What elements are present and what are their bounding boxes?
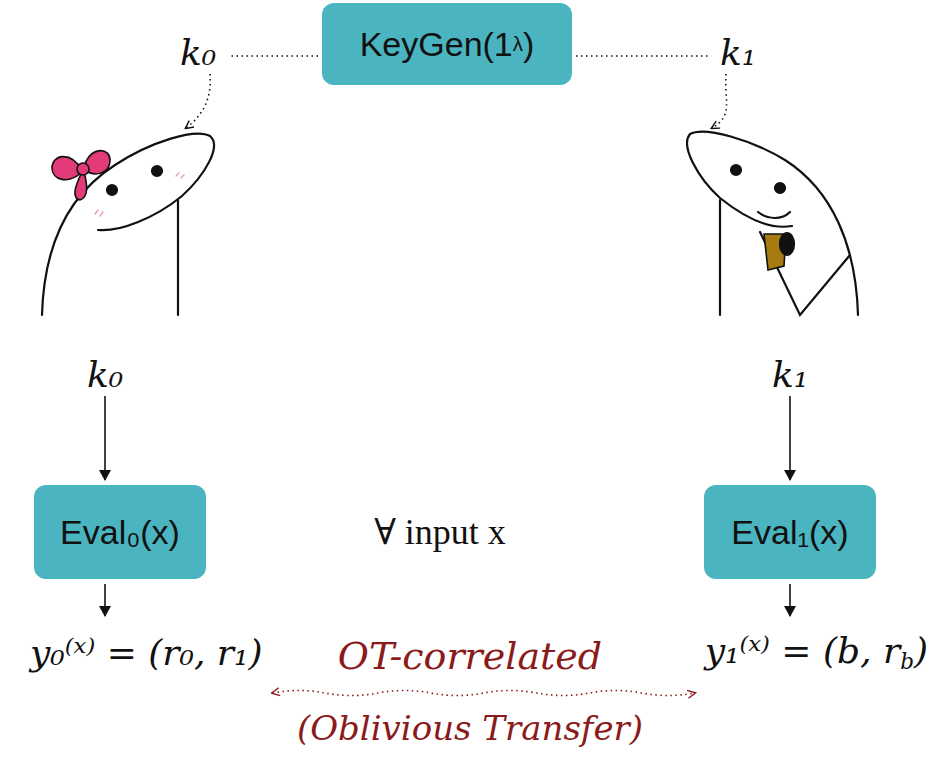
boy-figure [687,132,858,315]
eval-box: Eval₀(x) [34,485,206,579]
key-label-text: k₁ [772,354,808,395]
key-label-text: k₀ [180,32,216,73]
key-label: k₀ [87,354,123,395]
key-label: k₁ [772,354,808,395]
note-text: ∀ input x [374,511,506,553]
key-label: k₁ [720,32,756,73]
output-label-text: y₁⁽ˣ⁾ = (b, r [705,630,900,671]
key-label: k₀ [180,32,216,73]
key-label-text: k₀ [87,354,123,395]
ot-wave-arrow [273,691,695,696]
ot-note: (Oblivious Transfer) [297,708,643,748]
box-text: Eval₁(x) [731,513,848,552]
keygen-box: KeyGen(1λ) [322,3,572,85]
note-text-text: ∀ input x [374,512,506,552]
box-text: Eval₀(x) [60,513,180,552]
box-text: KeyGen(1 [360,25,513,64]
ot-note-text: (Oblivious Transfer) [297,708,643,748]
output-label: y₀⁽ˣ⁾ = (r₀, r₁) [30,632,263,673]
key-arrows [105,56,790,616]
box-text: ) [523,25,534,64]
output-label-text: y₀⁽ˣ⁾ = (r₀, r₁) [30,632,263,673]
ot-label-text: OT-correlated [338,634,602,678]
eval-box: Eval₁(x) [704,485,876,579]
girl-figure [42,134,214,315]
output-label: y₁⁽ˣ⁾ = (b, rb) [705,630,928,674]
ot-label: OT-correlated [338,634,602,678]
key-label-text: k₁ [720,32,756,73]
output-label-text: b [900,649,914,674]
output-label-text: ) [914,630,928,671]
box-text: λ [513,33,523,56]
